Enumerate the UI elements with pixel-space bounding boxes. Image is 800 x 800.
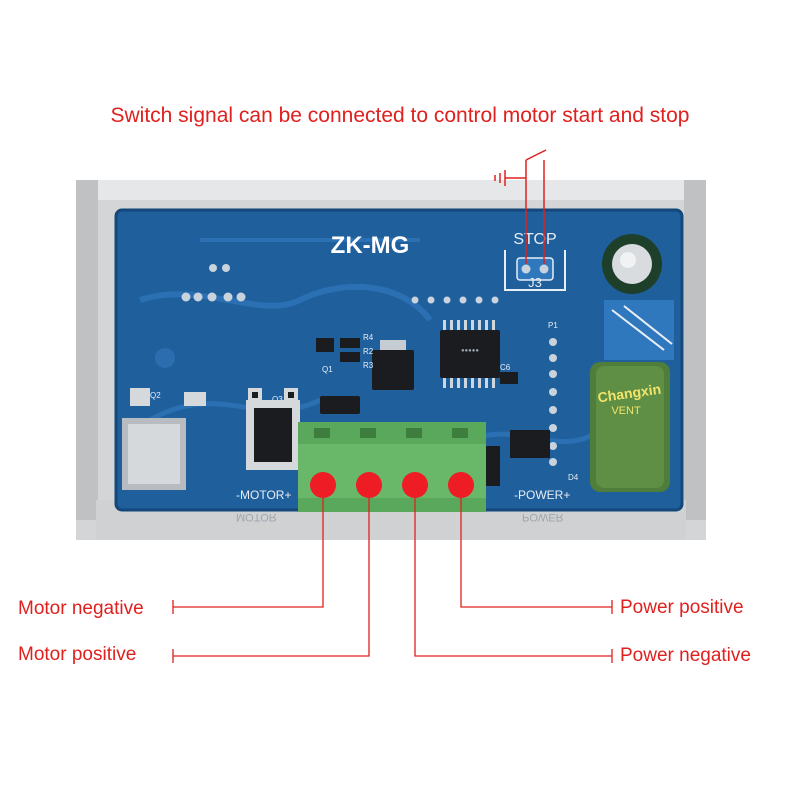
resistor-r4: [340, 338, 360, 348]
switch-signal-caption: Switch signal can be connected to contro…: [110, 104, 690, 127]
label-r4: R4: [363, 333, 374, 342]
label-d4: D4: [568, 473, 579, 482]
pin-pad: [223, 292, 233, 302]
capacitor-vent: VENT: [611, 405, 641, 417]
pin-pad: [181, 292, 191, 302]
heatsink-pad: [122, 418, 186, 490]
power-mirror-label: POWER: [522, 511, 564, 523]
smd-diode: [510, 430, 550, 458]
terminal-motor-negative: [310, 472, 336, 498]
capacitor-large: Changxin VENT: [590, 362, 670, 492]
terminal-motor-positive: [356, 472, 382, 498]
pin-pad: [207, 292, 217, 302]
label-q1: Q1: [322, 365, 333, 374]
mosfet: [246, 388, 300, 470]
label-q2: Q2: [150, 391, 161, 400]
pin-pad: [209, 264, 217, 272]
label-c6: C6: [500, 363, 511, 372]
pin-pad: [222, 264, 230, 272]
motor-mirror-label: MOTOR: [236, 511, 277, 523]
connector-label: J3: [528, 275, 542, 290]
capacitor-c6: [500, 372, 518, 384]
board-model-label: ZK-MG: [331, 232, 410, 259]
terminal-power-negative: [402, 472, 428, 498]
label-r2: R2: [363, 347, 374, 356]
stop-label: STOP: [513, 231, 556, 248]
capacitor-small: [602, 234, 662, 294]
power-silk-label: -POWER+: [514, 488, 570, 502]
motor-silk-label: -MOTOR+: [236, 488, 291, 502]
switch-symbol: [494, 149, 547, 264]
terminal-block: [298, 422, 486, 512]
pin-pad: [236, 292, 246, 302]
silk-stripes: [611, 305, 673, 351]
motor-positive-label: Motor positive: [18, 644, 137, 665]
pin-pad: [193, 292, 203, 302]
resistor-r2: [340, 352, 360, 362]
regulator-chip: [372, 350, 414, 390]
power-negative-label: Power negative: [620, 645, 751, 666]
label-p1: P1: [548, 321, 558, 330]
mounting-hole: [155, 348, 175, 368]
ic-chip: ●●●●●: [440, 320, 500, 388]
leader-lines: [172, 498, 613, 663]
svg-text:●●●●●: ●●●●●: [461, 348, 479, 354]
regulator-tab: [380, 340, 406, 350]
smd-cap: [486, 446, 500, 486]
smd-pad: [130, 388, 150, 406]
smd-pad: [184, 392, 206, 406]
label-q3: Q3: [272, 395, 283, 404]
pad-column: [549, 338, 557, 466]
terminal-power-positive: [448, 472, 474, 498]
power-positive-label: Power positive: [620, 597, 744, 618]
pad-row: [411, 296, 499, 304]
diode: [320, 396, 360, 414]
transistor-q1: [316, 338, 334, 352]
label-r3: R3: [363, 361, 374, 370]
motor-negative-label: Motor negative: [18, 598, 144, 619]
